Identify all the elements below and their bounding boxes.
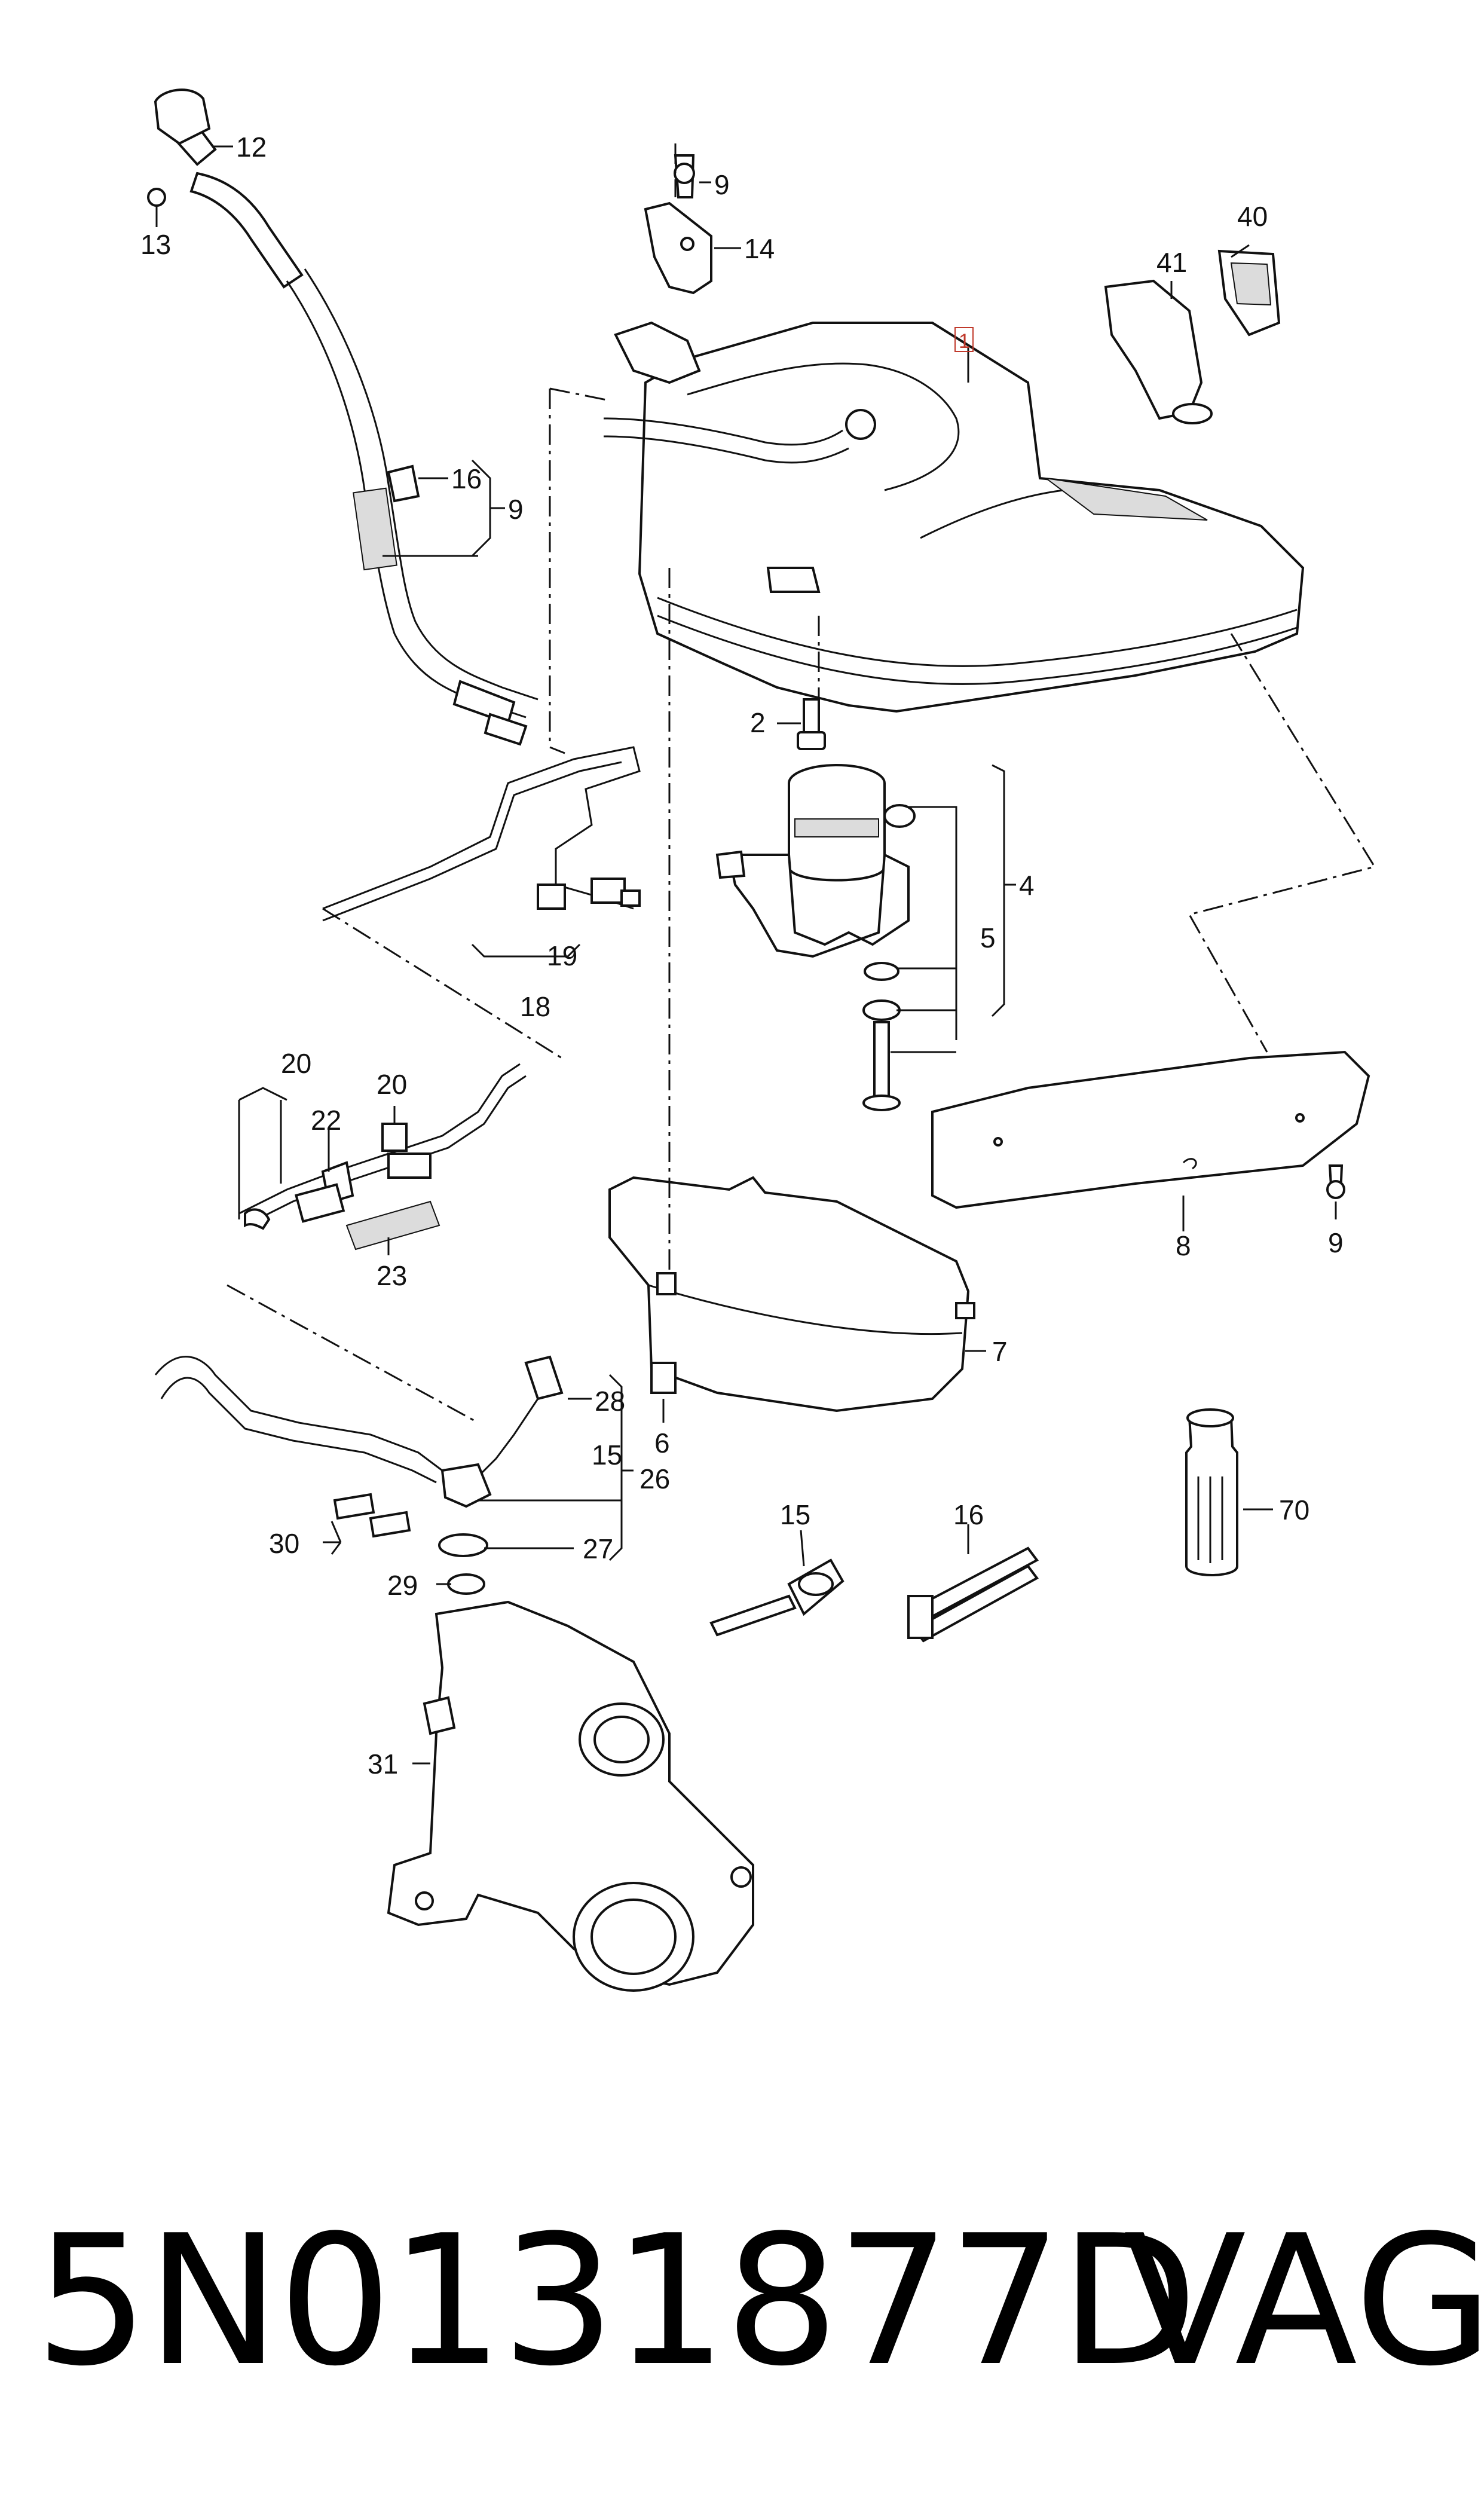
clips-40-41 xyxy=(1104,249,1281,424)
wiring-harness xyxy=(238,746,641,1251)
filler-neck-pipe xyxy=(147,88,538,746)
callout-5: 5 xyxy=(980,922,996,953)
fluid-bottle-70 xyxy=(1185,1408,1238,1576)
callout-16: 16 xyxy=(953,1499,984,1530)
callout-8: 8 xyxy=(1176,1230,1191,1261)
cable-tie-15 xyxy=(709,1558,844,1637)
callout-30: 29 xyxy=(387,1570,418,1601)
callout-40: 40 xyxy=(1237,201,1268,232)
callout-15-left: 15 xyxy=(592,1439,622,1471)
callout-19: 18 xyxy=(520,991,550,1022)
callout-2: 2 xyxy=(750,707,766,738)
callout-9-right: 9 xyxy=(1328,1227,1344,1258)
callout-26: 23 xyxy=(377,1260,407,1291)
callout-41: 41 xyxy=(1156,247,1187,278)
callout-32: 31 xyxy=(368,1748,398,1780)
callout-18: 16 xyxy=(451,463,482,494)
callout-70: 70 xyxy=(1279,1494,1309,1526)
brand-name: VAG xyxy=(1124,2197,1484,2405)
callout-27: 26 xyxy=(640,1463,670,1494)
callout-13: 13 xyxy=(140,229,171,260)
pump-module-4 xyxy=(715,698,916,1111)
cable-tie-16 xyxy=(907,1546,1039,1643)
callout-29: 28 xyxy=(595,1386,625,1417)
dpf-assembly-32 xyxy=(154,1355,754,1992)
callout-1: 1 xyxy=(959,330,970,353)
fuel-tank-1 xyxy=(603,321,1305,713)
callout-22: 20 xyxy=(281,1048,311,1079)
part-number: 5N0131877D xyxy=(35,2197,1198,2405)
dashed-reference-lines xyxy=(227,143,1376,1424)
exploded-parts-diagram: 12 13 9 14 1 40 41 16 9 2 4 5 19 18 20 2… xyxy=(140,88,1376,1992)
callout-28: 27 xyxy=(583,1533,613,1564)
callout-31: 30 xyxy=(269,1528,299,1559)
tray-7 xyxy=(608,1176,975,1413)
leader-lines xyxy=(155,145,1337,1765)
callout-20-lower: 20 xyxy=(377,1069,407,1100)
callout-23: 22 xyxy=(311,1105,341,1136)
callout-11: 9 xyxy=(508,494,524,525)
callout-14: 14 xyxy=(744,233,775,264)
callout-9-top: 9 xyxy=(714,169,730,200)
callout-4: 4 xyxy=(1019,870,1035,901)
bracket-14 xyxy=(644,154,712,295)
callout-7: 7 xyxy=(992,1336,1008,1367)
callout-labels: 12 13 9 14 1 40 41 16 9 2 4 5 19 18 20 2… xyxy=(140,132,1344,1780)
callout-6: 6 xyxy=(654,1427,670,1459)
callout-12: 12 xyxy=(236,132,267,163)
callout-1-highlight-box xyxy=(954,327,974,352)
heat-shield-8 xyxy=(931,1050,1370,1209)
callout-20-upper: 19 xyxy=(547,940,577,971)
callout-15-right: 15 xyxy=(780,1499,810,1530)
